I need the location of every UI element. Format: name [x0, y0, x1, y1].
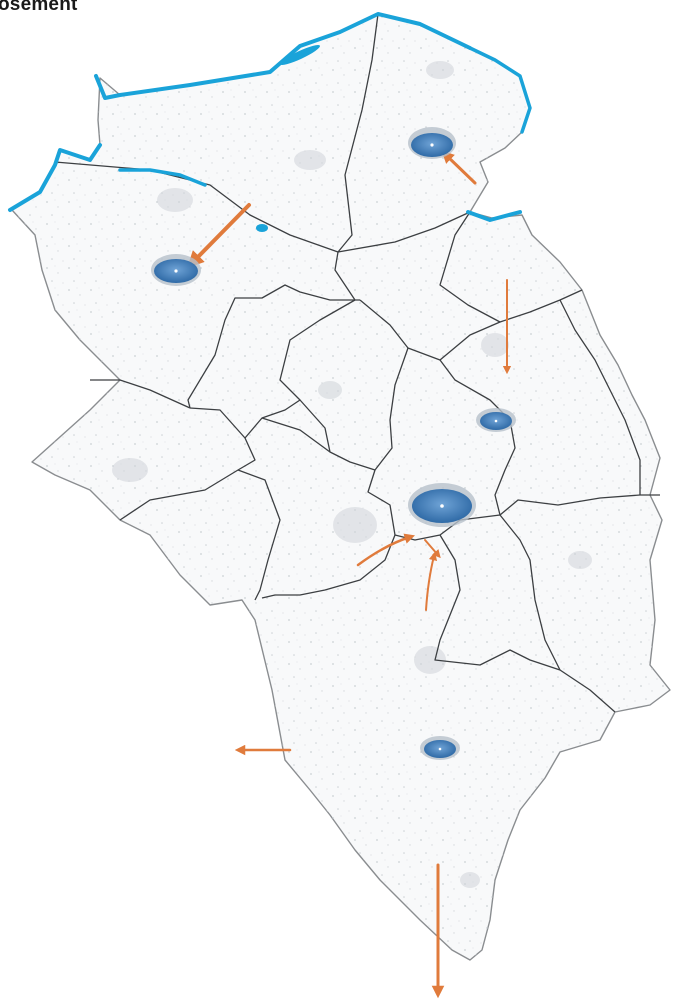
urban-areas: [112, 61, 592, 888]
settlement-texture: [12, 14, 670, 960]
flow-arrows: [187, 150, 512, 999]
map-title: osement: [0, 0, 78, 15]
city-marker-center[interactable]: [408, 483, 476, 527]
city-marker-north-east[interactable]: [408, 127, 456, 159]
city-marker-east[interactable]: [476, 408, 516, 432]
flow-arrow-into-north-east: [441, 150, 477, 185]
city-marker-south[interactable]: [420, 736, 460, 760]
flow-arrow-into-north-west: [187, 203, 251, 268]
flow-arrow-into-center-hook: [424, 539, 441, 559]
city-marker-north-west[interactable]: [151, 254, 201, 286]
city-markers: [151, 127, 516, 760]
flow-arrow-into-center-west: [356, 533, 415, 567]
flow-arrow-into-center-south: [425, 551, 438, 611]
coastline: [8, 12, 532, 232]
